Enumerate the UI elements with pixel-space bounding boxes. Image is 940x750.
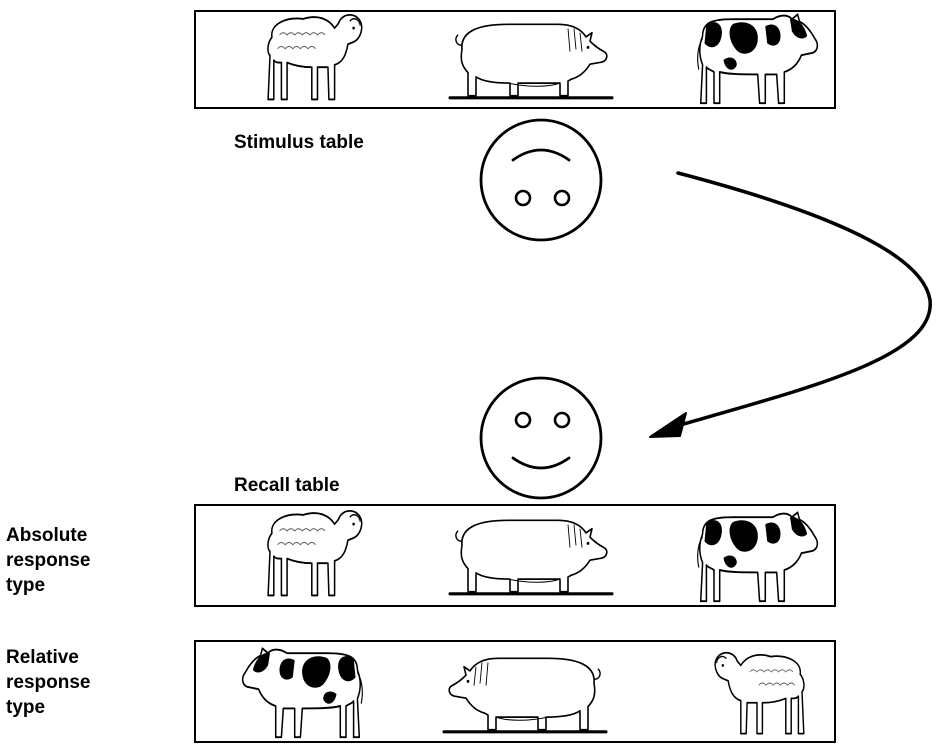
stimulus-pig	[448, 22, 614, 100]
absolute-sheep	[267, 509, 363, 597]
relative-pig	[442, 656, 608, 734]
absolute-table-frame	[194, 504, 836, 607]
smiley-face-icon	[479, 376, 603, 500]
absolute-line-1: Absolute	[6, 525, 88, 546]
absolute-line-2: response	[6, 550, 91, 571]
recall-table-label: Recall table	[234, 475, 340, 496]
absolute-line-3: type	[6, 575, 46, 596]
absolute-pig	[448, 518, 614, 596]
relative-line-1: Relative	[6, 647, 79, 668]
relative-cow	[241, 647, 364, 739]
relative-line-3: type	[6, 697, 46, 718]
stimulus-cow	[696, 13, 819, 105]
stimulus-table-label: Stimulus table	[234, 132, 364, 153]
absolute-response-type-label: Absolute response type	[6, 523, 126, 598]
stimulus-sheep	[267, 13, 363, 101]
upside-down-face-icon	[479, 118, 603, 242]
absolute-cow	[696, 511, 819, 603]
relative-line-2: response	[6, 672, 91, 693]
relative-table-frame	[194, 640, 836, 743]
rotation-arrow	[649, 171, 932, 438]
relative-sheep	[714, 651, 805, 735]
relative-response-type-label: Relative response type	[6, 645, 126, 720]
stimulus-table-frame	[194, 10, 836, 109]
